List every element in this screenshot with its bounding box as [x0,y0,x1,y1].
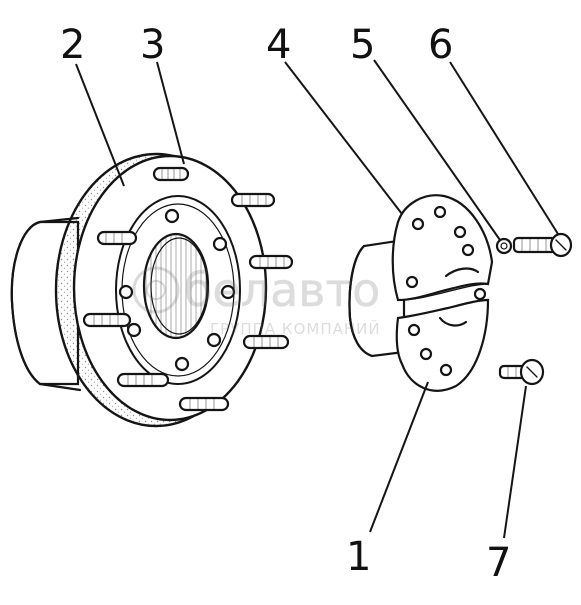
wheel-studs [82,166,294,412]
long-bolt [512,232,573,258]
watermark-logo-icon [132,266,180,314]
lock-washer [495,237,513,255]
wheel-stud [230,192,276,208]
wheel-stud [82,312,132,328]
leader-line-6 [449,61,559,235]
wheel-stud [96,230,138,246]
hub-assembly [10,152,294,428]
watermark-tagline: ГРУППА КОМПАНИЙ [210,319,381,338]
wheel-stud [152,166,190,182]
callout-6: 6 [428,22,453,68]
wheel-stud [178,396,230,412]
leader-line-2 [75,63,125,187]
hub-flange [54,152,268,428]
callout-5: 5 [350,22,375,68]
leader-line-3 [156,61,185,165]
drive-flange-lower-half [395,298,490,392]
watermark: белавто ГРУППА КОМПАНИЙ [132,263,381,338]
leader-line-5 [373,59,501,241]
wheel-stud [242,334,290,350]
callout-1: 1 [346,534,371,580]
short-bolt [498,358,545,386]
callout-4: 4 [266,22,291,68]
watermark-brand: белавто [184,263,380,317]
leader-lines [75,59,559,539]
leader-line-7 [503,385,527,539]
leader-line-4 [284,61,403,215]
callout-labels: 2 3 4 5 6 1 7 [60,22,511,586]
callout-3: 3 [140,22,165,68]
drive-flange-holes [405,205,487,377]
drive-flange-assembly [348,194,494,392]
hub-bolt-holes [118,208,236,372]
callout-7: 7 [486,540,511,586]
leader-line-1 [369,381,429,533]
callout-2: 2 [60,22,85,68]
wheel-stud [116,372,170,388]
wheel-stud [248,254,294,270]
